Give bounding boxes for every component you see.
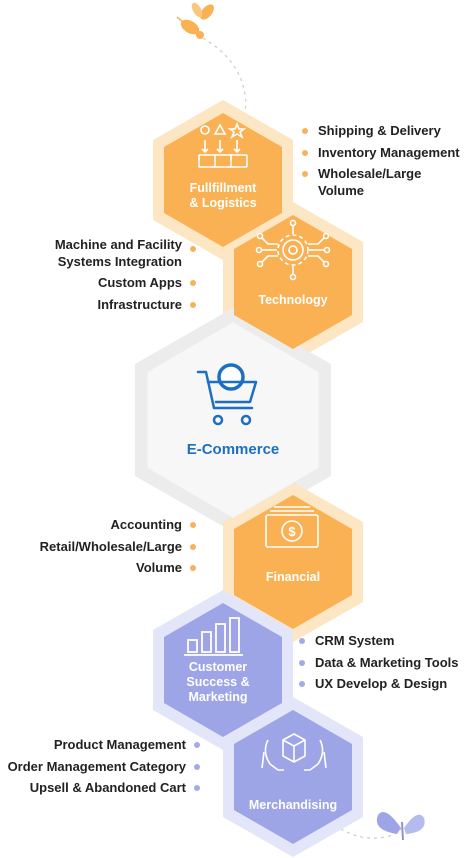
list-item: Shipping & Delivery (302, 120, 460, 142)
butterfly-icon (376, 811, 425, 841)
list-item: Accounting (40, 514, 198, 536)
svg-text:$: $ (288, 524, 296, 539)
top-dashed-trail (202, 37, 247, 119)
list-item: Volume (40, 557, 198, 579)
customer-list: CRM System Data & Marketing Tools UX Dev… (299, 630, 459, 695)
financial-list: Accounting Retail/Wholesale/Large Volume (40, 514, 198, 579)
hexagon-label-technology: Technology (258, 293, 328, 307)
banknote-icon: $ (265, 506, 319, 548)
list-item: Retail/Wholesale/Large (40, 536, 198, 558)
bee-icon (176, 2, 214, 39)
box-hands-icon (261, 733, 327, 771)
list-item: Machine and Facility Systems Integration (55, 234, 198, 272)
merchandising-list: Product Management Order Management Cate… (8, 734, 202, 799)
hexagon-label-customer: Customer Success & Marketing (186, 660, 250, 704)
hexagon-financial[interactable] (234, 495, 352, 629)
list-item: CRM System (299, 630, 459, 652)
circuit-gear-icon (255, 219, 331, 281)
hexagon-label-merchandising: Merchandising (248, 798, 338, 812)
packages-icon (198, 121, 248, 168)
list-item: Data & Marketing Tools (299, 652, 459, 674)
hexagon-label-ecommerce: E-Commerce (186, 441, 280, 458)
list-item: Product Management (8, 734, 202, 756)
list-item: Custom Apps (55, 272, 198, 294)
hexagon-label-fulfillment: Fullfillment & Logistics (189, 181, 257, 210)
hexagon-fulfillment[interactable] (164, 113, 282, 247)
hexagon-merchandising[interactable] (234, 710, 352, 844)
bar-chart-icon (184, 617, 243, 656)
hexagon-label-financial: Financial (265, 570, 321, 584)
hexagon-customer-success[interactable] (164, 603, 282, 737)
list-item: Upsell & Abandoned Cart (8, 777, 202, 799)
list-item: Wholesale/Large Volume (302, 163, 460, 199)
technology-list: Machine and Facility Systems Integration… (55, 234, 198, 315)
hexagon-technology[interactable] (234, 215, 352, 349)
list-item: Inventory Management (302, 142, 460, 164)
list-item: Order Management Category (8, 756, 202, 778)
fulfillment-list: Shipping & Delivery Inventory Management… (302, 120, 460, 199)
list-item: Infrastructure (55, 294, 198, 316)
list-item: UX Develop & Design (299, 673, 459, 695)
shopping-cart-icon (196, 363, 258, 426)
hexagon-ecommerce[interactable] (146, 321, 320, 519)
